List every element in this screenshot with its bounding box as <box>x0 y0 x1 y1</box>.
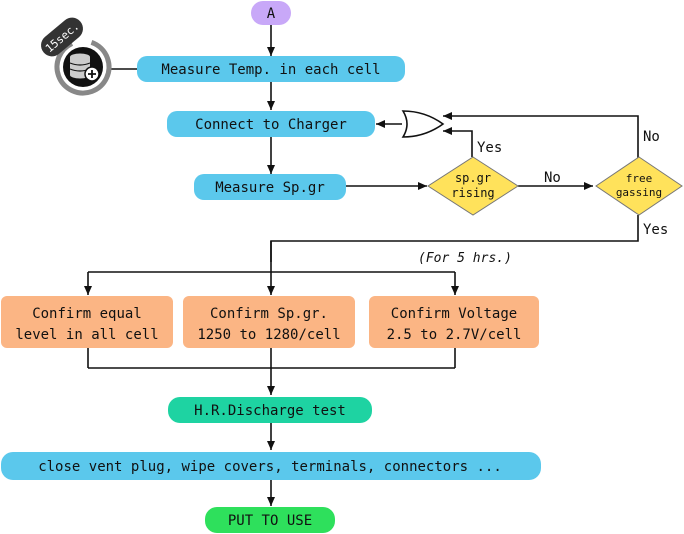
label-gassing-no: No <box>643 129 660 145</box>
final-node: PUT TO USE <box>205 507 335 533</box>
final-label: PUT TO USE <box>228 513 312 529</box>
decision-gassing-line1: free <box>626 172 653 185</box>
confirm-voltage-node: Confirm Voltage 2.5 to 2.7V/cell <box>369 296 539 348</box>
start-label: A <box>267 6 276 22</box>
confirm-level-line2: level in all cell <box>15 327 158 343</box>
edge-rising-yes-to-or-gate <box>443 127 473 157</box>
database-refresh-icon <box>54 38 112 96</box>
confirm-level-line1: Confirm equal <box>32 306 142 322</box>
close-vent-node: close vent plug, wipe covers, terminals,… <box>1 452 541 480</box>
discharge-node: H.R.Discharge test <box>168 397 372 423</box>
measure-temp-node: Measure Temp. in each cell <box>137 56 405 82</box>
confirm-level-node: Confirm equal level in all cell <box>1 296 173 348</box>
start-connector: A <box>251 1 291 25</box>
label-duration: (For 5 hrs.) <box>418 251 512 266</box>
measure-spgr-label: Measure Sp.gr <box>215 180 325 196</box>
decision-free-gassing: free gassing <box>595 156 683 216</box>
close-vent-label: close vent plug, wipe covers, terminals,… <box>38 459 502 475</box>
connect-charger-label: Connect to Charger <box>195 117 347 133</box>
confirm-voltage-line2: 2.5 to 2.7V/cell <box>387 327 522 343</box>
label-rising-no: No <box>544 170 561 186</box>
discharge-label: H.R.Discharge test <box>194 403 346 419</box>
or-gate-icon <box>401 110 445 138</box>
label-gassing-yes: Yes <box>643 222 668 238</box>
decision-rising-line1: sp.gr <box>455 171 491 185</box>
measure-temp-label: Measure Temp. in each cell <box>161 62 380 78</box>
edges <box>84 24 639 506</box>
connect-charger-node: Connect to Charger <box>167 111 375 137</box>
confirm-voltage-line1: Confirm Voltage <box>391 306 517 322</box>
decision-spgr-rising: sp.gr rising <box>427 156 519 216</box>
decision-gassing-line2: gassing <box>616 186 662 199</box>
edge-gassing-no-to-or-gate <box>443 112 639 158</box>
confirm-spgr-line2: 1250 to 1280/cell <box>197 327 340 343</box>
decision-rising-line2: rising <box>451 186 494 200</box>
confirm-spgr-line1: Confirm Sp.gr. <box>210 306 328 322</box>
label-rising-yes: Yes <box>477 140 502 156</box>
measure-spgr-node: Measure Sp.gr <box>194 174 346 200</box>
confirm-spgr-node: Confirm Sp.gr. 1250 to 1280/cell <box>183 296 355 348</box>
